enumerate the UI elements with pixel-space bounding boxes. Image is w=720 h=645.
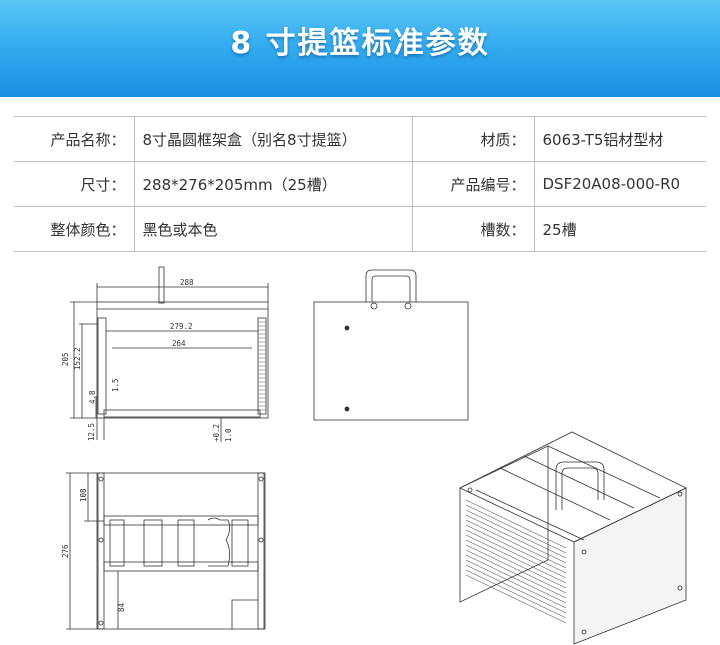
dim-tol2: 1.0 [224,428,233,442]
front-view-drawing: 288 279.2 264 205 [61,266,269,442]
spec-value: DSF20A08-000-R0 [533,161,706,207]
spec-label: 整体颜色： [14,206,134,252]
title-banner: 8 寸提篮标准参数 [0,0,720,97]
spec-value: 8寸晶圆框架盒（别名8寸提篮） [133,116,412,162]
table-row: 整体颜色： 黑色或本色 槽数： 25槽 [14,206,706,252]
spec-value: 288*276*205mm（25槽） [133,161,412,207]
technical-drawings: 288 279.2 264 205 [61,266,687,645]
isometric-view-drawing [459,431,687,645]
spec-label: 产品编号： [411,161,534,207]
page-title: 8 寸提篮标准参数 [230,26,490,61]
spec-label: 产品名称： [14,116,134,162]
spec-label: 槽数： [411,206,534,252]
spec-value: 黑色或本色 [133,206,412,252]
dim-264: 264 [172,339,186,348]
spec-label: 材质： [411,116,534,162]
dim-4-8: 4.8 [88,390,97,404]
side-view-drawing [313,269,469,421]
spec-value: 25槽 [533,206,706,252]
table-row: 产品名称： 8寸晶圆框架盒（别名8寸提篮） 材质： 6063-T5铝材型材 [14,116,706,162]
dim-108: 108 [79,488,88,502]
table-row: 尺寸： 288*276*205mm（25槽） 产品编号： DSF20A08-00… [14,161,706,207]
dim-152-2: 152.2 [73,347,82,370]
dim-12-5: 12.5 [87,423,96,441]
dim-279-2: 279.2 [170,322,193,331]
dim-205: 205 [61,352,70,366]
top-view-drawing: 276 108 84 [61,472,266,630]
dim-1-5: 1.5 [111,378,120,392]
dim-276: 276 [61,544,70,558]
spec-table: 产品名称： 8寸晶圆框架盒（别名8寸提篮） 材质： 6063-T5铝材型材 尺寸… [14,116,706,252]
spec-value: 6063-T5铝材型材 [533,116,706,162]
dim-288: 288 [180,278,194,287]
spec-label: 尺寸： [14,161,134,207]
dim-84: 84 [117,602,126,612]
dim-tol: +0.2 [212,424,221,442]
